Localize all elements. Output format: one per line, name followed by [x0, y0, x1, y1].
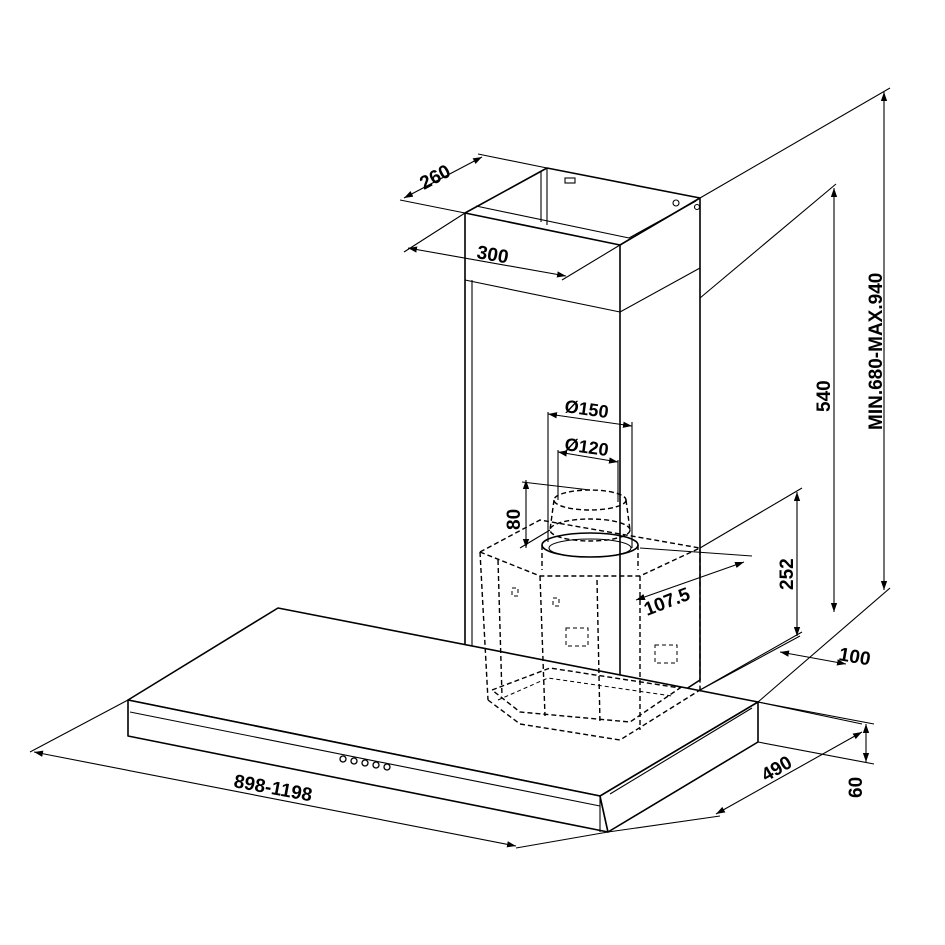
outlet-inner-ring: [548, 538, 632, 558]
ext-line-260-back: [477, 153, 548, 169]
label-wall-offset: 100: [837, 644, 872, 670]
dimension-labels: 898-1198 490 60 100 252 540 MIN.680-MAX.…: [232, 161, 887, 806]
chimney-top-inner-lip-right: [628, 200, 697, 239]
chimney-screw-hole: [672, 199, 680, 207]
label-canopy-height: 60: [846, 777, 867, 798]
ext-line-252-top: [699, 487, 803, 549]
dim-width: [33, 750, 517, 848]
motor-front-left: [539, 575, 546, 717]
ext-line-width-left: [29, 699, 129, 753]
chimney-bracket-slot: [564, 177, 576, 184]
dim-150: [547, 412, 633, 428]
label-motor-height: 252: [777, 558, 798, 590]
chimney-top-inner-lip: [475, 205, 630, 239]
motor-front-top: [479, 547, 701, 577]
dimension-lines: [29, 87, 891, 849]
ext-line-total-bottom: [757, 587, 891, 703]
motor-connector: [654, 644, 678, 664]
collar-left: [549, 499, 555, 531]
collar-ring: [549, 518, 631, 542]
ext-line-total-top: [699, 87, 891, 199]
ext-line-490-front: [607, 815, 721, 833]
motor-left-edge: [479, 551, 489, 701]
dim-120: [557, 450, 619, 464]
label-depth: 490: [758, 752, 796, 786]
ext-line-260-front: [399, 199, 466, 214]
collar-right: [625, 499, 631, 531]
ext-line-300-left: [403, 212, 466, 253]
ext-line-width-right: [515, 831, 609, 849]
label-width: 898-1198: [232, 771, 314, 806]
dim-100: [779, 650, 847, 666]
ext-line-100: [699, 635, 801, 691]
label-chimney-upper: 540: [814, 380, 835, 412]
canopy-side-inner-edge: [609, 707, 753, 795]
dim-107-5: [635, 561, 745, 601]
motor-top-edge: [479, 519, 701, 690]
label-chimney-depth: 260: [416, 161, 454, 194]
ext-line-490: [757, 701, 863, 725]
motor-bottom-outer: [487, 689, 701, 741]
motor-clip: [552, 597, 560, 607]
label-collar-height: 80: [504, 509, 525, 530]
motor-bottom-plate: [491, 667, 682, 723]
chimney-joint-right: [619, 267, 701, 313]
ext-line-540-top: [699, 183, 837, 299]
motor-housing-hidden: [479, 519, 701, 741]
outlet-collar: [541, 489, 639, 570]
dim-300: [407, 246, 567, 278]
ext-line-300-right: [561, 244, 621, 281]
chimney-joint-left: [464, 279, 621, 313]
dim-260: [403, 156, 483, 199]
motor-clip: [511, 587, 519, 597]
chimney-screw-hole: [693, 203, 701, 211]
motor-connector: [565, 627, 589, 647]
label-total-height: MIN.680-MAX.940: [866, 273, 887, 430]
dim-490: [715, 731, 863, 815]
ext-line-80-top: [521, 481, 591, 491]
motor-left-inner: [497, 559, 503, 697]
motor-front-mid: [596, 579, 601, 725]
ext-line-107-5: [639, 547, 753, 557]
